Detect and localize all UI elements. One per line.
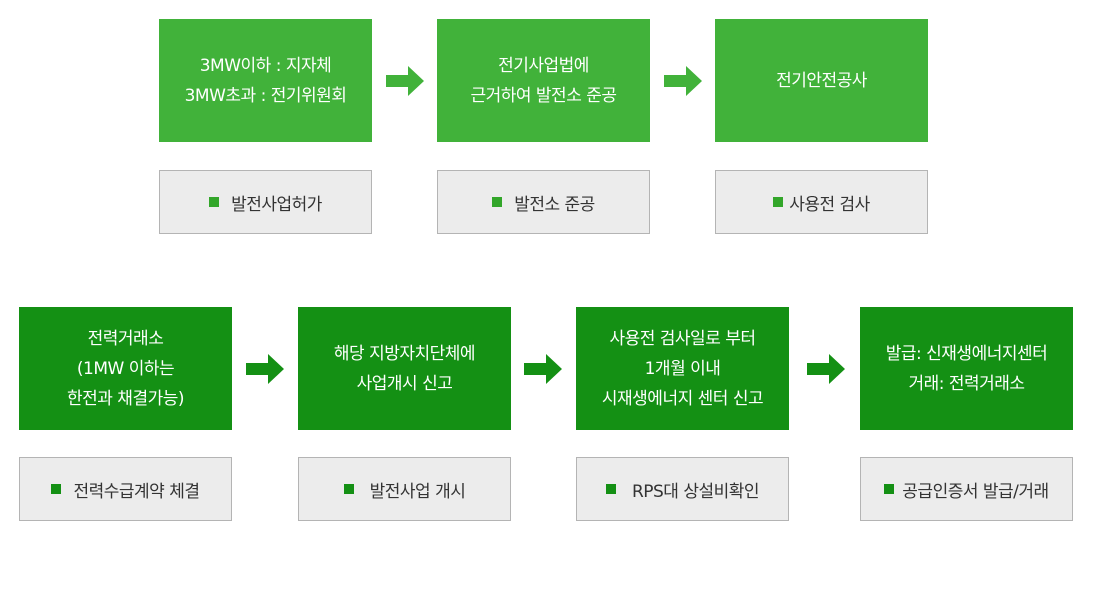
square-bullet-icon [209, 197, 220, 207]
right-arrow-icon [524, 354, 562, 384]
step-line: 한전과 채결가능) [66, 388, 185, 409]
square-bullet-icon [884, 484, 895, 494]
square-bullet-icon [492, 197, 503, 207]
label-text: 발전소 준공 [514, 194, 595, 215]
square-bullet-icon [51, 484, 62, 494]
step-line: 근거하여 발전소 준공 [470, 85, 617, 106]
label-power-business-license: 발전사업허가 [159, 170, 372, 234]
square-bullet-icon [605, 484, 616, 494]
step-line: 전기안전공사 [776, 70, 867, 91]
step-safety-corporation: 전기안전공사 [715, 19, 928, 142]
step-line: 해당 지방자치단체에 [333, 343, 476, 364]
label-power-contract: 전력수급계약 체결 [19, 457, 232, 521]
step-plant-completion: 전기사업법에 근거하여 발전소 준공 [437, 19, 650, 142]
step-line: 발급: 신재생에너지센터 [885, 343, 1048, 364]
label-business-start: 발전사업 개시 [298, 457, 511, 521]
label-text: 전력수급계약 체결 [73, 481, 200, 502]
right-arrow-icon [664, 66, 702, 96]
right-arrow-icon [807, 354, 845, 384]
label-plant-completion: 발전소 준공 [437, 170, 650, 234]
square-bullet-icon [773, 197, 784, 207]
step-line: 전기사업법에 [498, 55, 589, 76]
label-text: 공급인증서 발급/거래 [902, 481, 1049, 502]
square-bullet-icon [343, 484, 354, 494]
label-rps-facility-check: RPS대 상설비확인 [576, 457, 789, 521]
step-line: 3MW초과 : 전기위원회 [184, 85, 347, 106]
label-text: 발전사업허가 [231, 194, 322, 215]
right-arrow-icon [246, 354, 284, 384]
step-line: 시재생에너지 센터 신고 [601, 388, 764, 409]
step-line: 1개월 이내 [644, 358, 721, 379]
step-power-exchange: 전력거래소 (1MW 이하는 한전과 채결가능) [19, 307, 232, 430]
step-line: 3MW이하 : 지자체 [199, 55, 332, 76]
step-certificate-issue: 발급: 신재생에너지센터 거래: 전력거래소 [860, 307, 1073, 430]
step-license-authority: 3MW이하 : 지자체 3MW초과 : 전기위원회 [159, 19, 372, 142]
step-line: 사업개시 신고 [356, 373, 453, 394]
right-arrow-icon [386, 66, 424, 96]
label-pre-use-inspection: 사용전 검사 [715, 170, 928, 234]
step-line: 전력거래소 [87, 328, 164, 349]
step-line: (1MW 이하는 [76, 358, 175, 379]
label-text: RPS대 상설비확인 [631, 481, 760, 502]
label-text: 사용전 검사 [789, 194, 870, 215]
step-energy-center-report: 사용전 검사일로 부터 1개월 이내 시재생에너지 센터 신고 [576, 307, 789, 430]
step-business-start-report: 해당 지방자치단체에 사업개시 신고 [298, 307, 511, 430]
label-text: 발전사업 개시 [369, 481, 466, 502]
step-line: 거래: 전력거래소 [908, 373, 1025, 394]
step-line: 사용전 검사일로 부터 [609, 328, 756, 349]
label-certificate-trade: 공급인증서 발급/거래 [860, 457, 1073, 521]
